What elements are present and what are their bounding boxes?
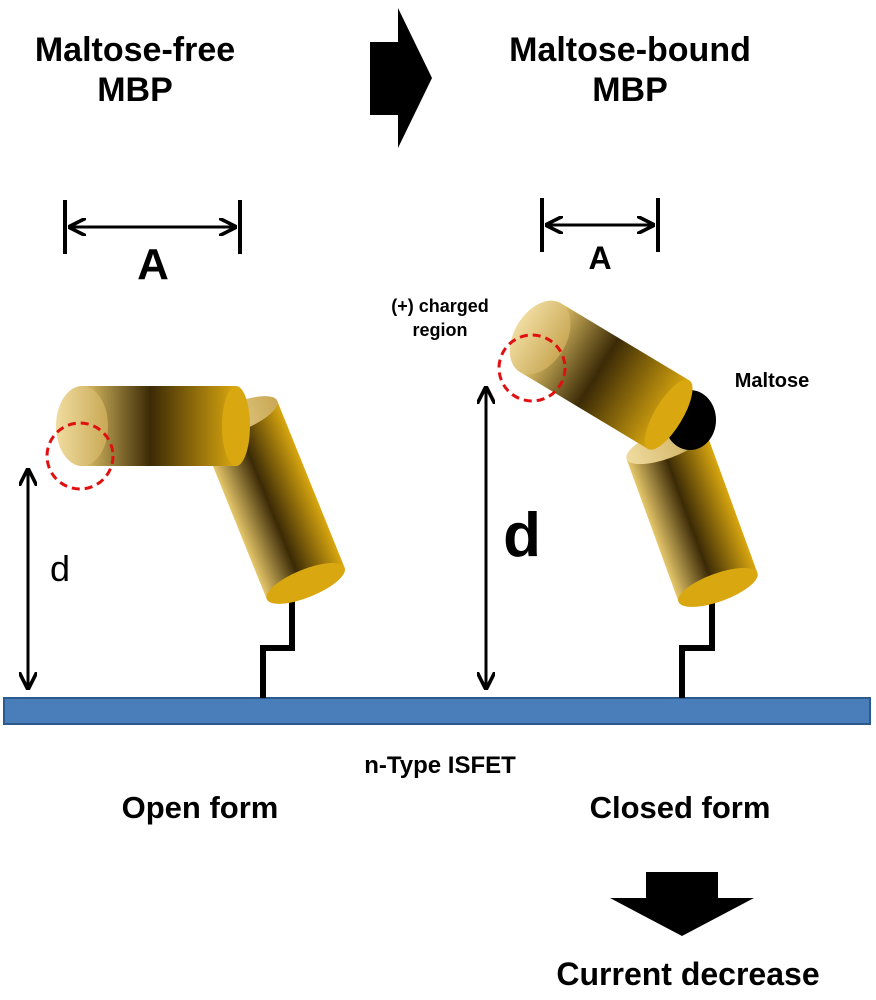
left-charged-region xyxy=(45,421,115,491)
current-decrease-label: Current decrease xyxy=(556,956,820,992)
left-title: Maltose-free MBP xyxy=(10,30,260,110)
right-height-label: d xyxy=(503,501,541,570)
right-title: Maltose-bound MBP xyxy=(480,30,780,110)
substrate-label: n-Type ISFET xyxy=(364,752,516,779)
open-form-label: Open form xyxy=(121,790,279,825)
isfet-substrate xyxy=(3,697,871,725)
process-arrow xyxy=(370,8,432,148)
left-title-line2: MBP xyxy=(97,71,173,109)
charged-region-line2: region xyxy=(412,320,468,340)
maltose-label: Maltose xyxy=(734,370,810,392)
right-title-line2: MBP xyxy=(592,71,668,109)
right-width-dimension xyxy=(540,198,660,252)
left-linker xyxy=(260,590,295,698)
left-height-label: d xyxy=(49,548,71,589)
right-charged-region xyxy=(497,333,567,403)
right-linker xyxy=(679,592,715,698)
charged-region-line1: (+) charged xyxy=(391,296,489,316)
left-width-dimension xyxy=(63,200,242,254)
right-width-label: A xyxy=(588,240,612,276)
open-form-protein xyxy=(45,386,346,698)
charged-region-label: (+) charged region xyxy=(370,294,510,342)
right-title-line1: Maltose-bound xyxy=(509,31,751,69)
left-width-label: A xyxy=(137,240,169,289)
closed-form-protein xyxy=(497,300,758,698)
closed-form-label: Closed form xyxy=(589,790,771,825)
left-title-line1: Maltose-free xyxy=(34,31,236,69)
result-arrow xyxy=(610,872,754,936)
